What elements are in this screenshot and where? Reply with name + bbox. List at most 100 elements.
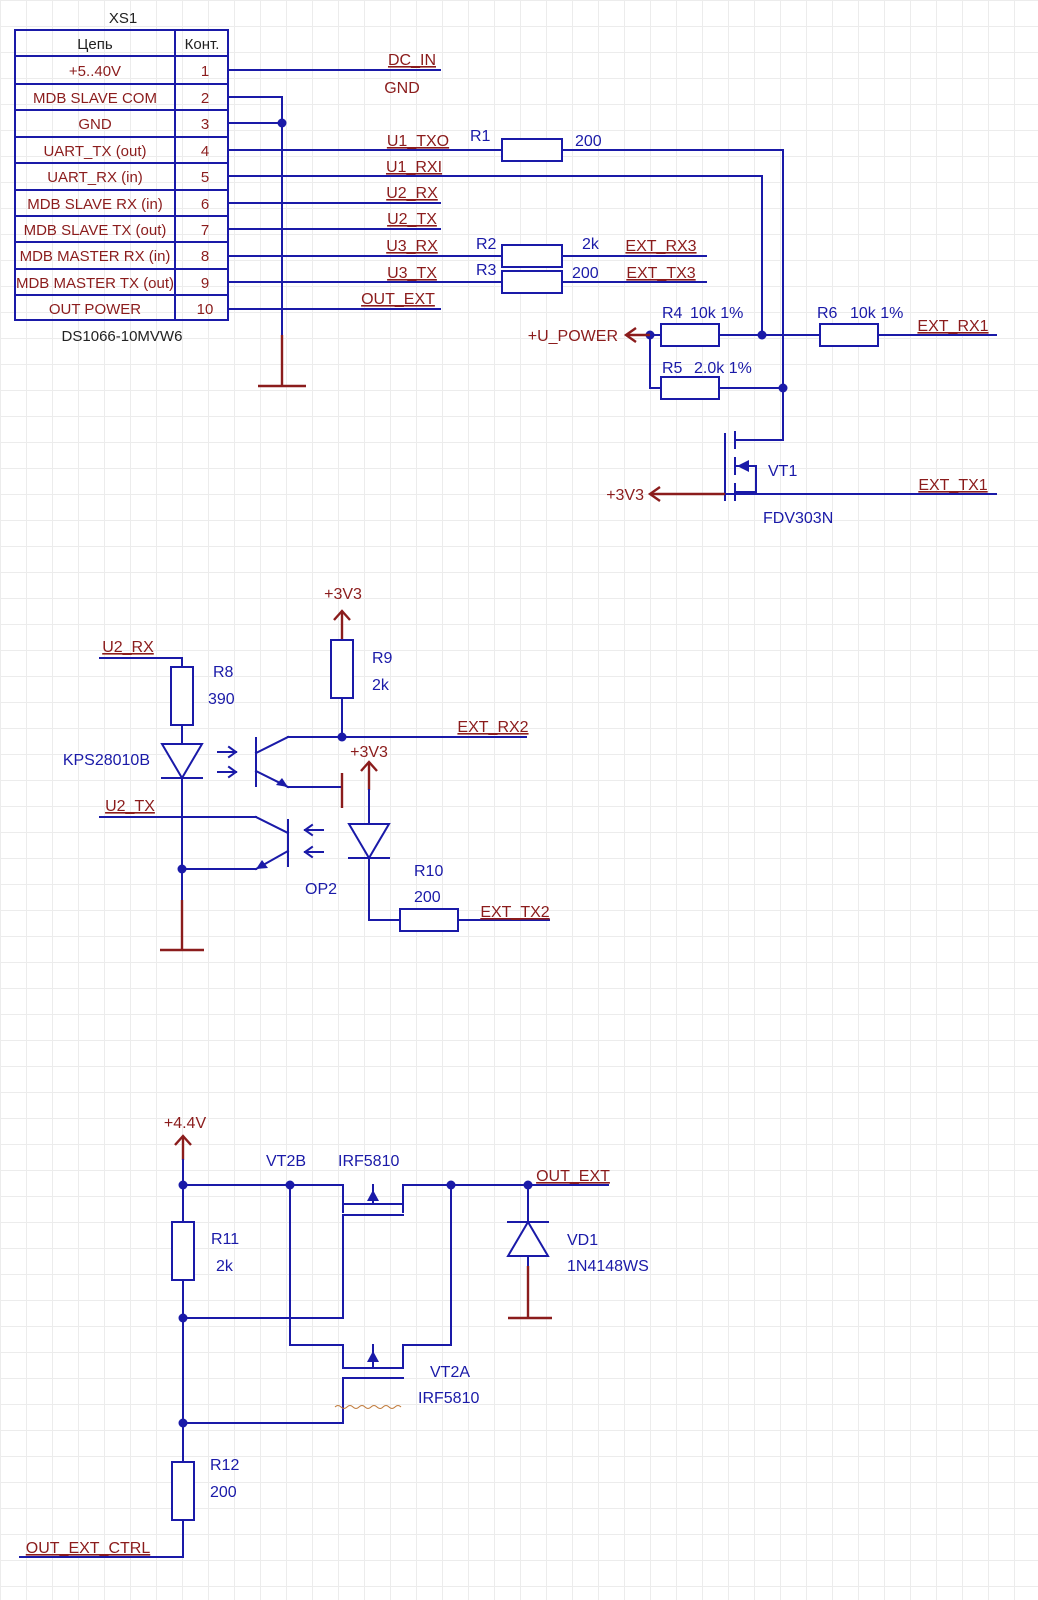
r8-ref: R8	[213, 664, 234, 681]
vt2b-value: IRF5810	[338, 1153, 399, 1170]
r11-ref: R11	[211, 1231, 239, 1248]
resistor-r9: R9 2k	[330, 609, 393, 742]
r5-ref: R5	[662, 360, 683, 377]
r8-value: 390	[208, 691, 235, 708]
r2-ref: R2	[476, 236, 497, 253]
connector-row-pin: 3	[201, 116, 209, 133]
svg-text:+4.4V: +4.4V	[164, 1115, 207, 1132]
connector-row-pin: 4	[201, 143, 209, 160]
connector-row-net: UART_RX (in)	[47, 169, 143, 186]
net-label-ext-tx2: EXT_TX2	[480, 904, 549, 921]
resistor-r11: R11 2k	[171, 1221, 239, 1463]
power-port-u-power: +U_POWER	[528, 327, 650, 345]
connector-row-pin: 2	[201, 90, 209, 107]
power-port-3v3: +3V3	[324, 586, 362, 603]
vt2b-ref: VT2B	[266, 1153, 306, 1170]
svg-text:+3V3: +3V3	[606, 487, 644, 504]
r9-ref: R9	[372, 650, 393, 667]
r2-value: 2k	[582, 236, 600, 253]
r3-value: 200	[572, 265, 599, 282]
connector-wires	[227, 69, 763, 336]
connector-row-pin: 1	[201, 63, 209, 80]
connector-designator: XS1	[109, 10, 137, 27]
junction-dot	[177, 864, 187, 874]
power-port-4v4: +4.4V	[164, 1115, 207, 1160]
optocoupler-transistor-2: OP2	[99, 815, 337, 898]
r10-ref: R10	[414, 863, 443, 880]
vt1-ref: VT1	[768, 463, 797, 480]
mosfet-vt2b: VT2B IRF5810	[182, 1153, 609, 1319]
net-label-u3-tx: U3_TX	[387, 265, 437, 282]
net-label-u1-rxi: U1_RXI	[386, 159, 442, 176]
connector-row-net: MDB MASTER RX (in)	[20, 248, 171, 265]
net-label-dc-in: DC_IN	[388, 52, 436, 69]
r6-value: 10k 1%	[850, 305, 903, 322]
net-label-out-ext-ctrl: OUT_EXT_CTRL	[26, 1540, 151, 1557]
r12-ref: R12	[210, 1457, 239, 1474]
resistor-r12: R12 200	[19, 1457, 239, 1558]
r3-ref: R3	[476, 262, 497, 279]
r1-ref: R1	[470, 128, 491, 145]
connector-header-pin: Конт.	[185, 36, 220, 53]
connector-row-net: GND	[78, 116, 112, 133]
net-label-ext-tx1: EXT_TX1	[918, 477, 987, 494]
connector-row-net: MDB SLAVE RX (in)	[27, 196, 163, 213]
power-port-3v3: +3V3	[606, 486, 725, 504]
connector-row-net: +5..40V	[69, 63, 121, 80]
ground-symbol	[258, 335, 306, 388]
resistor-r8: R8 390	[99, 657, 235, 745]
junction-dot	[337, 732, 347, 742]
r1-value: 200	[575, 133, 602, 150]
junction-dot	[757, 330, 767, 340]
vd1-value: 1N4148WS	[567, 1258, 649, 1275]
connector-row-net: MDB SLAVE TX (out)	[24, 222, 167, 239]
net-label-u3-rx: U3_RX	[386, 238, 438, 255]
connector-row-pin: 8	[201, 248, 209, 265]
r5-value: 2.0k 1%	[694, 360, 752, 377]
connector-xs1: XS1 Цепь Конт. +5..40V 1 MDB SLAVE COM 2…	[14, 10, 229, 345]
connector-row-pin: 6	[201, 196, 209, 213]
r11-value: 2k	[216, 1258, 234, 1275]
net-label-out-ext: OUT_EXT	[536, 1168, 610, 1185]
resistor-r4: R4 10k 1%	[649, 305, 821, 347]
op2-ref: OP2	[305, 881, 337, 898]
connector-row-pin: 9	[201, 275, 209, 292]
connector-row-pin: 5	[201, 169, 209, 186]
resistor-r2: R2 2k	[476, 236, 707, 268]
resistor-r5: R5 2.0k 1%	[649, 334, 784, 400]
connector-row-pin: 10	[197, 301, 214, 318]
vt2a-ref: VT2A	[430, 1364, 470, 1381]
junction-dot	[178, 1180, 188, 1190]
vt1-value: FDV303N	[763, 510, 833, 527]
resistor-r10: R10 200	[399, 863, 550, 932]
connector-row-pin: 7	[201, 222, 209, 239]
net-label-u2-tx: U2_TX	[105, 798, 155, 815]
optocoupler-led: KPS28010B	[63, 743, 238, 951]
net-label-ext-tx3: EXT_TX3	[626, 265, 695, 282]
r10-value: 200	[414, 889, 441, 906]
vt2a-value: IRF5810	[418, 1390, 479, 1407]
net-label-u1-txo: U1_TXO	[387, 133, 449, 150]
net-label-out-ext: OUT_EXT	[361, 291, 435, 308]
r6-ref: R6	[817, 305, 838, 322]
net-label-u2-tx: U2_TX	[387, 211, 437, 228]
connector-part-number: DS1066-10MVW6	[62, 328, 183, 345]
connector-row-net: UART_TX (out)	[43, 143, 146, 160]
connector-header-net: Цепь	[77, 36, 113, 53]
net-label-ext-rx1: EXT_RX1	[917, 318, 988, 335]
junction-dot	[778, 383, 788, 393]
op1-value: KPS28010B	[63, 752, 150, 769]
net-label-gnd: GND	[384, 80, 420, 97]
diode-vd1: VD1 1N4148WS	[506, 1184, 649, 1320]
connector-row-net: MDB MASTER TX (out)	[16, 275, 174, 292]
vd1-ref: VD1	[567, 1232, 598, 1249]
optocoupler-transistor-1	[254, 735, 527, 789]
mosfet-vt1: VT1 FDV303N	[724, 431, 997, 527]
net-label-u2-rx: U2_RX	[386, 185, 438, 202]
r9-value: 2k	[372, 677, 390, 694]
connector-row-net: OUT POWER	[49, 301, 141, 318]
optocoupler-led-2	[347, 760, 401, 921]
mosfet-vt2a: VT2A IRF5810	[182, 1184, 479, 1424]
net-label-ext-rx2: EXT_RX2	[457, 719, 528, 736]
power-port-3v3: +3V3	[350, 744, 388, 761]
